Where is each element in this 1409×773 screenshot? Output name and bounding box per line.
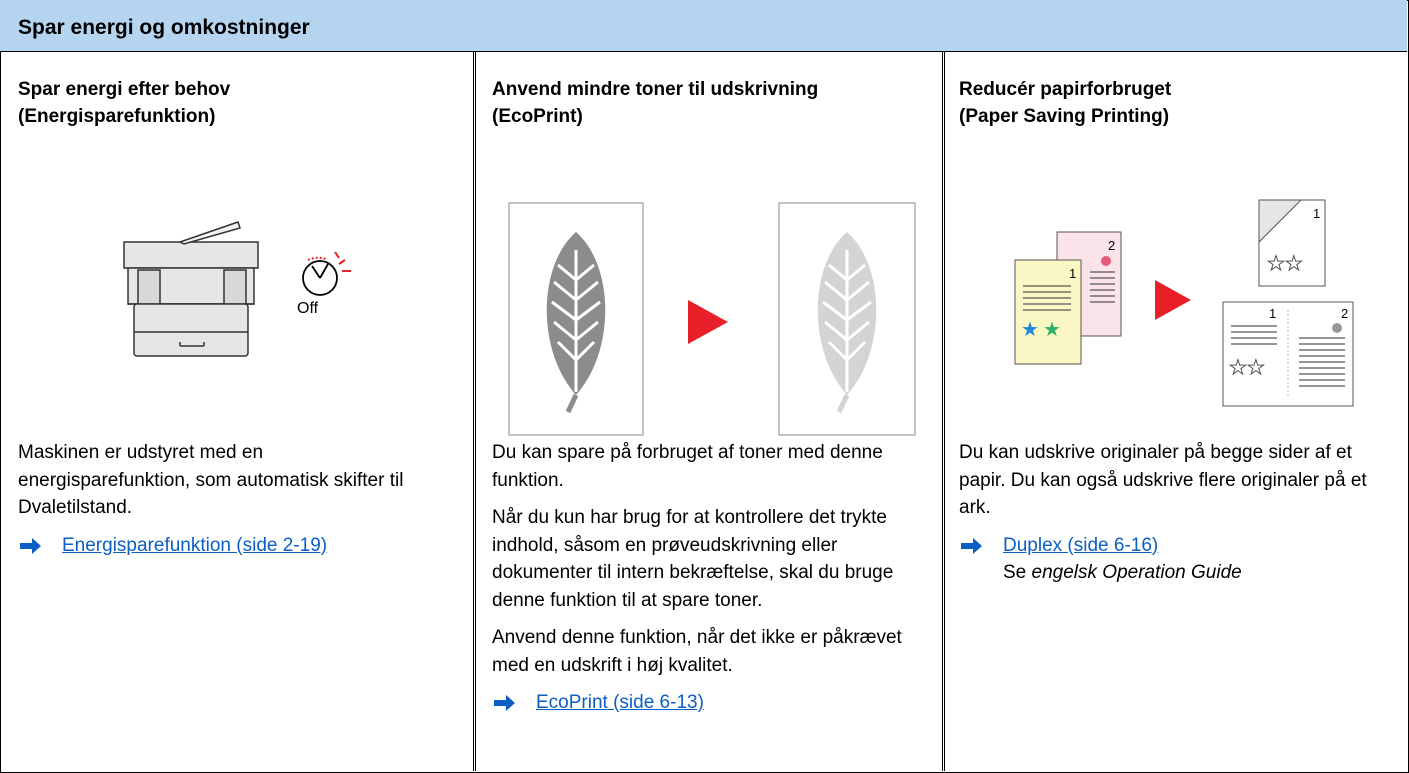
paragraph: Du kan spare på forbruget af toner med d… (492, 442, 883, 491)
energy-saver-link[interactable]: Energisparefunktion (side 2-19) (62, 534, 328, 556)
column-title-line1: Anvend mindre toner til udskrivning (492, 79, 819, 100)
paragraph: Anvend denne funktion, når det ikke er p… (492, 627, 902, 676)
star-icon: ★ (1021, 317, 1039, 341)
leaf-light-icon (817, 232, 877, 414)
link-row: EcoPrint (side 6-13) (492, 689, 912, 717)
star-icon: ★★ (1267, 251, 1303, 275)
page-dark-leaf (508, 202, 644, 436)
reference-note: Se engelsk Operation Guide (1003, 559, 1242, 587)
column-paper-saving: Reducér papirforbruget (Paper Saving Pri… (945, 52, 1407, 771)
link-row: Duplex (side 6-16) Se engelsk Operation … (959, 532, 1399, 587)
column-description: Maskinen er udstyret med en energisparef… (18, 439, 438, 559)
page-number: 2 (1108, 238, 1115, 253)
page-light-leaf (778, 202, 916, 436)
column-title: Reducér papirforbruget (Paper Saving Pri… (959, 76, 1171, 130)
star-icon: ★★ (1229, 355, 1265, 379)
timer-icon (302, 251, 351, 296)
original-page-1: 1 ★ ★ (1014, 259, 1082, 365)
arrow-right-icon (20, 537, 41, 554)
paragraph: Maskinen er udstyret med en energisparef… (18, 442, 404, 518)
column-description: Du kan udskrive originaler på begge side… (959, 439, 1399, 587)
arrow-right-red-icon (688, 300, 728, 344)
paragraph: Når du kun har brug for at kontrollere d… (492, 507, 894, 611)
arrow-right-red-icon (1155, 280, 1191, 320)
column-title-line2: (EcoPrint) (492, 106, 583, 127)
page-number: 1 (1269, 306, 1276, 321)
column-title: Anvend mindre toner til udskrivning (Eco… (492, 76, 818, 130)
paper-saving-illustration: 2 1 ★ ★ 1 ★★ (1014, 199, 1354, 407)
column-title: Spar energi efter behov (Energisparefunk… (18, 76, 230, 130)
ecoprint-link[interactable]: EcoPrint (side 6-13) (536, 692, 704, 713)
column-title-line2: (Energisparefunktion) (18, 106, 216, 127)
printer-icon (123, 221, 259, 357)
note-guide-name: engelsk Operation Guide (1031, 562, 1242, 583)
page-number: 1 (1313, 206, 1320, 221)
paragraph: Du kan udskrive originaler på begge side… (959, 442, 1367, 518)
section-header: Spar energi og omkostninger (0, 0, 1407, 52)
note-prefix: Se (1003, 562, 1032, 583)
column-title-line1: Spar energi efter behov (18, 79, 231, 100)
link-row: Energisparefunktion (side 2-19) (18, 532, 438, 560)
arrow-right-icon (494, 695, 515, 711)
duplex-link[interactable]: Duplex (side 6-16) (1003, 534, 1159, 556)
page-number: 2 (1341, 306, 1348, 321)
duplex-page: 1 ★★ (1258, 199, 1326, 287)
column-title-line1: Reducér papirforbruget (959, 79, 1172, 100)
star-icon: ★ (1043, 317, 1061, 341)
column-description: Du kan spare på forbruget af toner med d… (492, 439, 912, 717)
page-number: 1 (1069, 266, 1076, 281)
ecoprint-illustration (508, 202, 916, 436)
timer-off-label: Off (297, 300, 319, 317)
leaf-dark-icon (546, 232, 606, 414)
section-title: Spar energi og omkostninger (18, 16, 310, 39)
column-title-line2: (Paper Saving Printing) (959, 106, 1170, 127)
printer-sleep-illustration (123, 221, 351, 357)
column-ecoprint: Anvend mindre toner til udskrivning (Eco… (476, 52, 945, 771)
arrow-right-icon (961, 537, 982, 554)
column-energy-saver: Spar energi efter behov (Energisparefunk… (0, 52, 476, 771)
combined-page: 1 2 ★★ (1222, 301, 1354, 407)
